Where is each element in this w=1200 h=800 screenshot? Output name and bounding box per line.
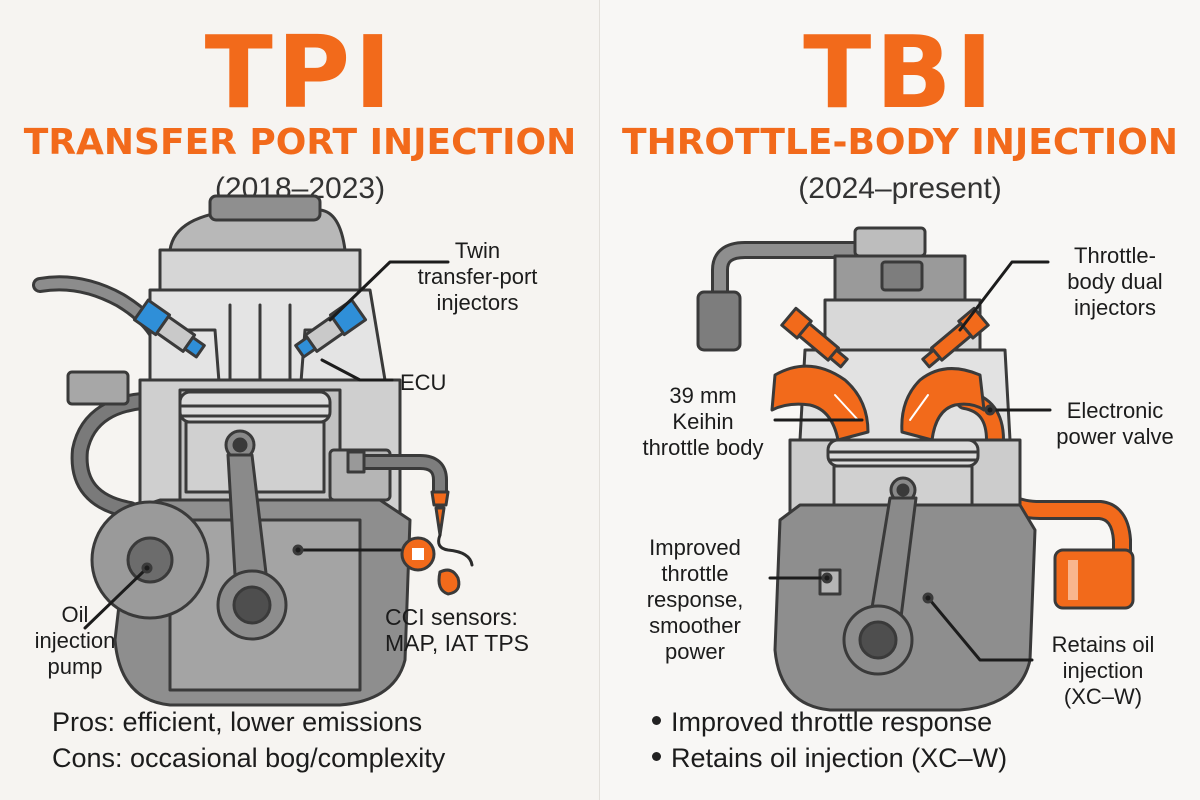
tpi-label-oil-pump: Oil injection pump [34,602,116,679]
tpi-cons: Cons: occasional bog/complexity [52,743,446,773]
tbi-engine-illustration [696,226,1135,712]
tpi-acronym: TPI [204,14,396,131]
tbi-acronym: TBI [803,14,997,131]
tpi-label-injectors: Twin transfer-port injectors [417,238,538,315]
tpi-title: TRANSFER PORT INJECTION [23,122,577,163]
tbi-label-throttle-body: 39 mm Keihin throttle body [642,383,764,460]
bullet-dot-icon [652,752,661,762]
tbi-bullet-1: Improved throttle response [652,705,1192,739]
tbi-panel: TBI THROTTLE-BODY INJECTION (2024–presen… [600,0,1200,800]
tbi-bullet-2: Retains oil injection (XC–W) [652,741,1192,775]
tpi-engine-illustration [32,194,474,707]
tbi-title: THROTTLE-BODY INJECTION [622,122,1178,163]
tpi-pros: Pros: efficient, lower emissions [52,707,423,737]
tbi-years: (2024–present) [798,172,1002,205]
tpi-panel: TPI TRANSFER PORT INJECTION (2018–2023) [23,14,577,773]
tpi-label-sensors: CCI sensors: MAP, IAT TPS [385,604,530,656]
tbi-label-injectors: Throttle- body dual injectors [1067,243,1163,320]
tpi-label-ecu: ECU [400,370,447,395]
bullet-dot-icon [652,716,661,726]
tbi-label-throttle-response: Improved throttle response, smoother pow… [646,535,744,664]
tbi-label-power-valve: Electronic power valve [1056,398,1174,449]
tbi-bullet-2-text: Retains oil injection (XC–W) [671,743,1008,773]
tbi-bullet-1-text: Improved throttle response [671,707,993,737]
tbi-label-oil-injection: Retains oil injection (XC–W) [1051,632,1155,709]
